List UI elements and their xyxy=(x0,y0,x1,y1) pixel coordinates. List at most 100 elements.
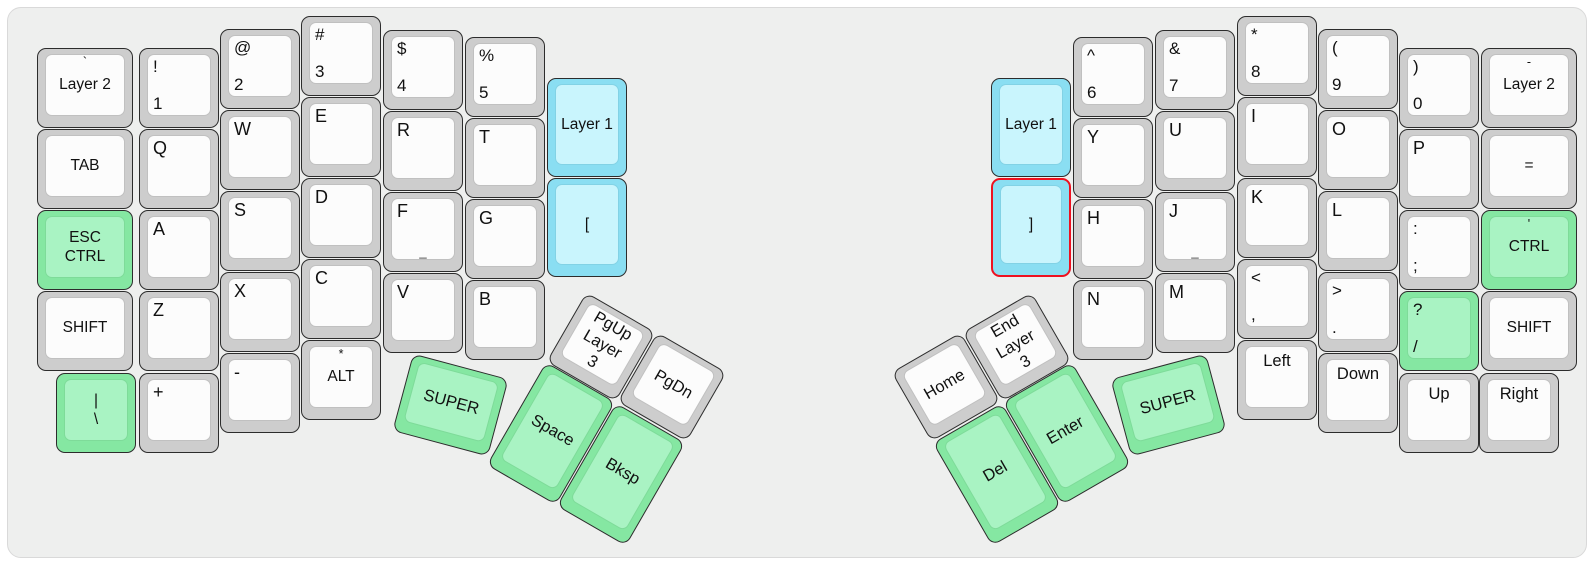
key-arrow-left[interactable]: Left xyxy=(1237,340,1317,420)
keycap-top: %5 xyxy=(474,44,536,104)
key-a[interactable]: A xyxy=(139,210,219,290)
key-legend: , xyxy=(1251,305,1256,324)
keycap-top: M xyxy=(1164,280,1226,340)
key-7[interactable]: &7 xyxy=(1155,30,1235,110)
key-4[interactable]: $4 xyxy=(383,30,463,110)
keycap-top: Q xyxy=(148,136,210,196)
key-slash[interactable]: ?/ xyxy=(1399,291,1479,371)
key-k[interactable]: K xyxy=(1237,178,1317,258)
key-j[interactable]: J_ xyxy=(1155,192,1235,272)
key-legend: H xyxy=(1087,208,1100,228)
key-legend: A xyxy=(153,219,166,239)
key-arrow-down[interactable]: Down xyxy=(1318,353,1398,433)
key-plus[interactable]: + xyxy=(139,373,219,453)
key-legend: @ xyxy=(234,38,252,57)
key-c[interactable]: C xyxy=(301,259,381,339)
key-grave-layer2[interactable]: `Layer 2 xyxy=(37,48,133,128)
key-8[interactable]: *8 xyxy=(1237,16,1317,96)
key-layer1-right[interactable]: Layer 1 xyxy=(991,78,1071,177)
key-n[interactable]: N xyxy=(1073,280,1153,360)
key-s[interactable]: S xyxy=(220,191,300,271)
key-e[interactable]: E xyxy=(301,97,381,177)
key-h[interactable]: H xyxy=(1073,199,1153,279)
key-tab[interactable]: TAB xyxy=(37,129,133,209)
key-f[interactable]: F_ xyxy=(383,192,463,272)
key-q[interactable]: Q xyxy=(139,129,219,209)
key-arrow-up[interactable]: Up xyxy=(1399,373,1479,453)
key-m[interactable]: M xyxy=(1155,273,1235,353)
key-g[interactable]: G xyxy=(465,199,545,279)
key-p[interactable]: P xyxy=(1399,129,1479,209)
key-legend: G xyxy=(479,208,494,228)
key-o[interactable]: O xyxy=(1318,110,1398,190)
key-y[interactable]: Y xyxy=(1073,118,1153,198)
keycap-top: Y xyxy=(1082,125,1144,185)
key-u[interactable]: U xyxy=(1155,111,1235,191)
key-legend: $ xyxy=(397,39,407,58)
keycap-top: `Layer 2 xyxy=(46,55,124,115)
key-comma[interactable]: <, xyxy=(1237,259,1317,339)
key-legend: ^ xyxy=(1087,46,1095,65)
key-w[interactable]: W xyxy=(220,110,300,190)
key-minus-layer2[interactable]: -Layer 2 xyxy=(1481,48,1577,128)
key-l[interactable]: L xyxy=(1318,191,1398,271)
key-layer1-left[interactable]: Layer 1 xyxy=(547,78,627,177)
key-6[interactable]: ^6 xyxy=(1073,37,1153,117)
key-legend: < xyxy=(1251,268,1261,287)
key-equals[interactable]: = xyxy=(1481,129,1577,209)
key-5[interactable]: %5 xyxy=(465,37,545,117)
key-right-bracket[interactable]: ] xyxy=(991,178,1071,277)
keycap-top: SUPER xyxy=(403,362,498,442)
key-super-right[interactable]: SUPER xyxy=(1109,353,1227,457)
keycap-top: SUPER xyxy=(1120,362,1215,442)
key-legend: U xyxy=(1169,120,1182,140)
key-3[interactable]: #3 xyxy=(301,16,381,96)
keycap-top: Right xyxy=(1488,380,1550,440)
key-i[interactable]: I xyxy=(1237,97,1317,177)
key-b[interactable]: B xyxy=(465,280,545,360)
key-legend: S xyxy=(234,200,247,220)
key-2[interactable]: @2 xyxy=(220,29,300,109)
key-0[interactable]: )0 xyxy=(1399,48,1479,128)
key-legend: Home xyxy=(920,365,968,403)
key-shift-left[interactable]: SHIFT xyxy=(37,291,133,371)
key-left-bracket[interactable]: [ xyxy=(547,178,627,277)
keycap-top: S xyxy=(229,198,291,258)
keycap-top: #3 xyxy=(310,23,372,83)
key-v[interactable]: V xyxy=(383,273,463,353)
key-z[interactable]: Z xyxy=(139,291,219,371)
key-legend: Q xyxy=(153,138,168,158)
key-pipe-backslash[interactable]: |\ xyxy=(56,373,136,453)
key-small-legend: - xyxy=(1526,55,1532,69)
key-1[interactable]: !1 xyxy=(139,48,219,128)
key-quote-ctrl[interactable]: 'CTRL xyxy=(1481,210,1577,290)
key-legend: & xyxy=(1169,39,1181,58)
key-arrow-right[interactable]: Right xyxy=(1479,373,1559,453)
key-super-left[interactable]: SUPER xyxy=(391,353,509,457)
key-legend: M xyxy=(1169,282,1184,302)
key-period[interactable]: >. xyxy=(1318,272,1398,352)
key-d[interactable]: D xyxy=(301,178,381,258)
keycap-top: PgDn xyxy=(631,342,716,426)
key-legend: ! xyxy=(153,57,158,76)
key-minus-left[interactable]: - xyxy=(220,353,300,433)
keycap-top: L xyxy=(1327,198,1389,258)
key-legend: J xyxy=(1169,201,1178,221)
key-legend: SHIFT xyxy=(1506,319,1552,337)
key-legend: / xyxy=(1413,337,1418,356)
key-r[interactable]: R xyxy=(383,111,463,191)
key-legend: : xyxy=(1413,219,1418,238)
keycap-top: G xyxy=(474,206,536,266)
key-t[interactable]: T xyxy=(465,118,545,198)
key-x[interactable]: X xyxy=(220,272,300,352)
keycap-top: Up xyxy=(1408,380,1470,440)
key-legend: ? xyxy=(1413,300,1423,319)
key-legend: Up xyxy=(1428,385,1450,403)
key-shift-right[interactable]: SHIFT xyxy=(1481,291,1577,371)
key-semicolon[interactable]: :; xyxy=(1399,210,1479,290)
key-alt[interactable]: *ALT xyxy=(301,340,381,420)
key-9[interactable]: (9 xyxy=(1318,29,1398,109)
